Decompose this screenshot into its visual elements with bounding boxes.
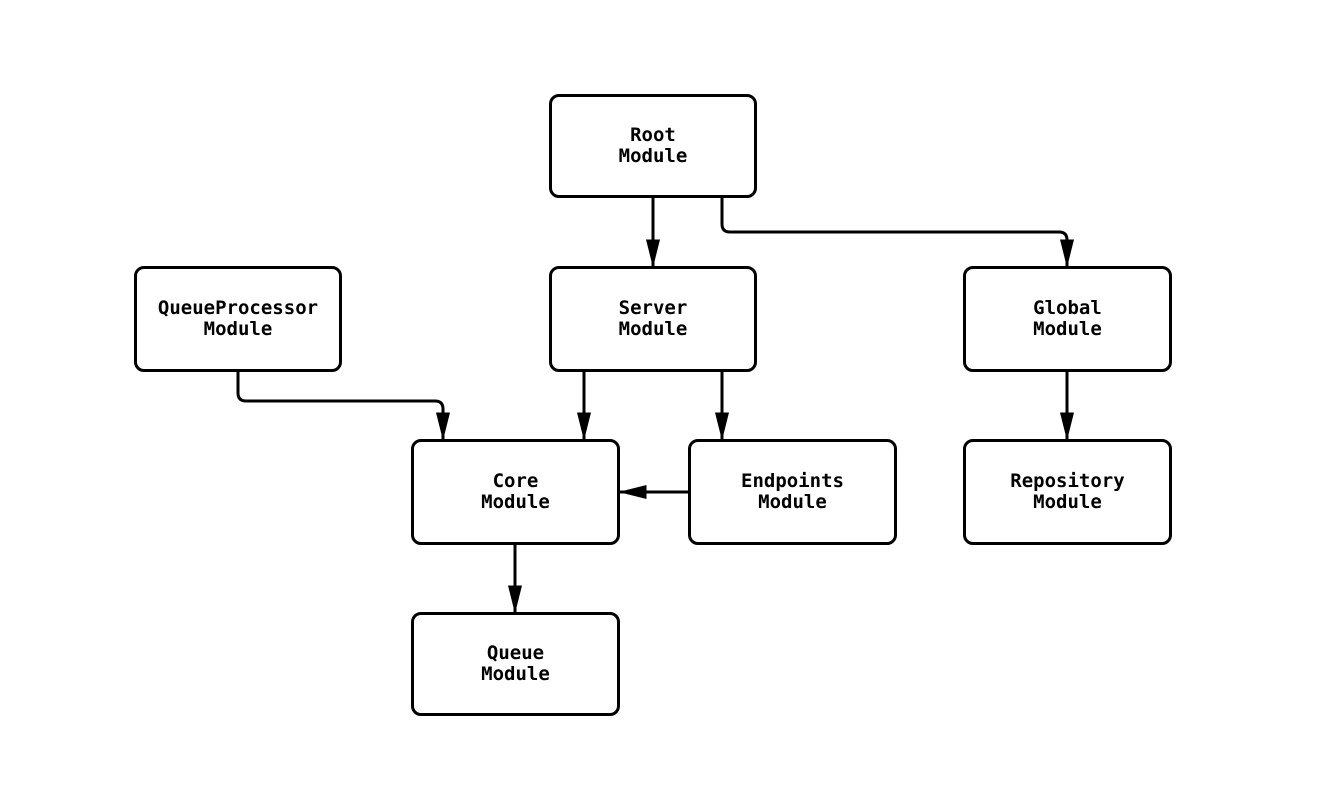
node-queue: Queue Module xyxy=(411,612,620,716)
node-label-global: Global Module xyxy=(1033,297,1102,340)
node-label-queue: Queue Module xyxy=(481,642,550,685)
edge-queueprocessor-to-core xyxy=(236,372,450,441)
node-queueprocessor: QueueProcessor Module xyxy=(134,266,342,372)
node-label-server: Server Module xyxy=(618,297,688,340)
node-core: Core Module xyxy=(411,439,620,545)
node-global: Global Module xyxy=(963,266,1172,372)
edge-root-to-global xyxy=(720,198,1074,268)
node-repository: Repository Module xyxy=(963,439,1172,545)
node-label-queueprocessor: QueueProcessor Module xyxy=(157,297,319,340)
node-label-root: Root Module xyxy=(618,124,688,167)
node-label-repository: Repository Module xyxy=(1010,470,1125,513)
node-root: Root Module xyxy=(549,94,757,198)
node-endpoints: Endpoints Module xyxy=(688,439,897,545)
node-label-endpoints: Endpoints Module xyxy=(741,470,844,513)
node-label-core: Core Module xyxy=(481,470,550,513)
node-server: Server Module xyxy=(549,266,757,372)
